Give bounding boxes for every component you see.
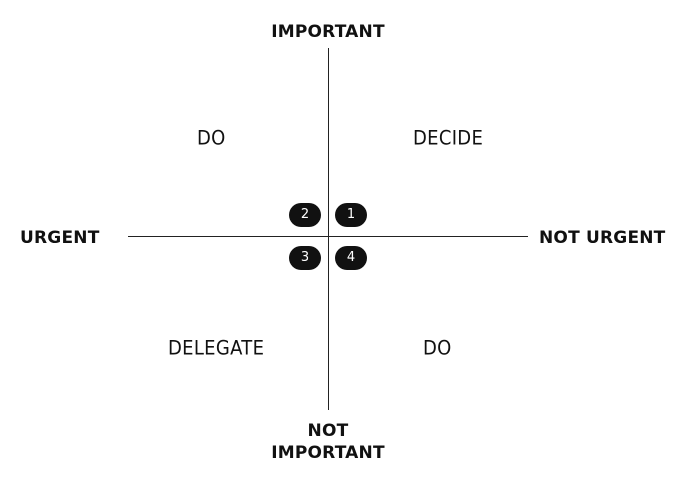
axis-label-not-important-line2: IMPORTANT bbox=[271, 443, 385, 463]
axis-label-not-important: NOT IMPORTANT bbox=[0, 420, 656, 464]
axis-label-not-urgent: NOT URGENT bbox=[539, 228, 666, 248]
axis-label-urgent: URGENT bbox=[20, 228, 100, 248]
quadrant-number-badge-2: 2 bbox=[289, 203, 321, 227]
vertical-axis-line bbox=[328, 48, 329, 410]
quadrant-label-delegate: DELEGATE bbox=[168, 337, 265, 360]
quadrant-label-do-bottom-right: DO bbox=[423, 337, 452, 360]
axis-label-important: IMPORTANT bbox=[271, 22, 385, 42]
axis-label-not-important-line1: NOT bbox=[307, 421, 349, 441]
quadrant-number-badge-1: 1 bbox=[335, 203, 367, 227]
quadrant-number-badge-4: 4 bbox=[335, 246, 367, 270]
quadrant-label-decide: DECIDE bbox=[413, 127, 484, 150]
quadrant-label-do-top-left: DO bbox=[197, 127, 226, 150]
quadrant-number-badge-3: 3 bbox=[289, 246, 321, 270]
